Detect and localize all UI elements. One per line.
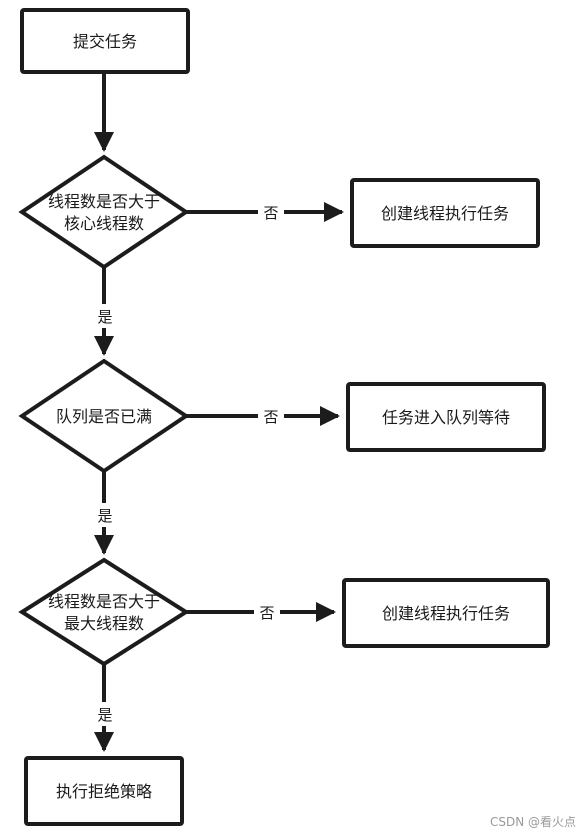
edge-label-bg <box>92 702 118 726</box>
max-decision-label-line1: 线程数是否大于 <box>48 592 160 611</box>
edge-label-no-2: 否 <box>263 408 278 426</box>
edge-label-bg <box>258 404 284 428</box>
edge-label-yes-2: 是 <box>97 507 112 525</box>
create-thread-box-1: 创建线程执行任务 <box>350 178 540 248</box>
enqueue-task-label: 任务进入队列等待 <box>382 408 510 427</box>
edge-label-bg <box>254 600 280 624</box>
edge-label-bg <box>92 304 118 328</box>
queue-decision-label: 队列是否已满 <box>56 407 152 426</box>
reject-policy-box: 执行拒绝策略 <box>24 756 184 826</box>
edge-label-bg <box>92 503 118 527</box>
create-thread-label-2: 创建线程执行任务 <box>382 604 510 623</box>
max-decision-label-line2: 最大线程数 <box>64 614 144 633</box>
submit-task-label: 提交任务 <box>73 32 137 51</box>
enqueue-task-box: 任务进入队列等待 <box>346 382 546 452</box>
edge-label-yes-1: 是 <box>97 308 112 326</box>
max-thread-decision: 线程数是否大于 最大线程数 <box>18 557 190 667</box>
queue-full-decision: 队列是否已满 <box>18 358 190 474</box>
edge-label-yes-3: 是 <box>97 706 112 724</box>
core-decision-label-line2: 核心线程数 <box>64 214 144 233</box>
edge-label-bg <box>258 200 284 224</box>
edge-label-no-3: 否 <box>259 604 274 622</box>
edge-label-no-1: 否 <box>263 204 278 222</box>
core-decision-label-line1: 线程数是否大于 <box>48 192 160 211</box>
create-thread-box-2: 创建线程执行任务 <box>342 578 550 648</box>
create-thread-label-1: 创建线程执行任务 <box>381 204 509 223</box>
reject-policy-label: 执行拒绝策略 <box>56 782 152 801</box>
core-thread-decision: 线程数是否大于 核心线程数 <box>18 154 190 270</box>
submit-task-box: 提交任务 <box>20 8 190 74</box>
watermark: CSDN @看火点 <box>490 815 576 829</box>
